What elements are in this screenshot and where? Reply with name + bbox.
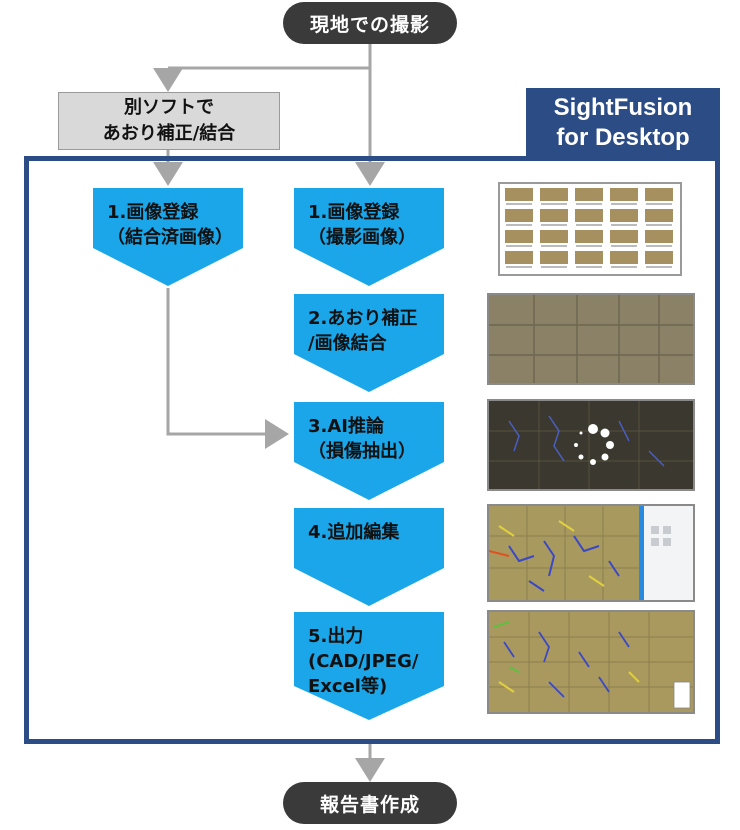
brand-tab: SightFusion for Desktop (526, 88, 720, 158)
brand-line1: SightFusion (553, 94, 693, 121)
step-2-line2: /画像結合 (308, 333, 387, 354)
step-1-line1: 1.画像登録 (308, 202, 400, 223)
sightfusion-frame (24, 156, 720, 744)
step-5-output: 5.出力 (CAD/JPEG/ Excel等) (294, 612, 444, 720)
brand-line2: for Desktop (556, 124, 690, 151)
step-2-correction: 2.あおり補正 /画像結合 (294, 294, 444, 392)
step-left-register: 1.画像登録 （結合済画像） (93, 188, 243, 286)
step-left-line2: （結合済画像） (107, 227, 233, 248)
external-step-line2: あおり補正/結合 (102, 123, 236, 144)
end-pill: 報告書作成 (283, 782, 457, 824)
step-1-line2: （撮影画像） (308, 227, 416, 248)
end-label: 報告書作成 (319, 793, 420, 816)
step-4-edit: 4.追加編集 (294, 508, 444, 606)
thumbnail-stitched-image (487, 293, 695, 385)
step-3-line1: 3.AI推論 (308, 416, 384, 437)
start-pill: 現地での撮影 (283, 2, 457, 44)
step-3-line2: （損傷抽出） (308, 441, 416, 462)
step-left-line1: 1.画像登録 (107, 202, 199, 223)
thumbnail-edit-screen (487, 504, 695, 602)
output-image (489, 612, 693, 712)
step-3-ai-inference: 3.AI推論 （損傷抽出） (294, 402, 444, 500)
edit-screen-image (489, 506, 693, 600)
step-2-line1: 2.あおり補正 (308, 308, 418, 329)
ai-inference-image (489, 401, 693, 489)
external-step-box: 別ソフトで あおり補正/結合 (58, 92, 280, 150)
step-5-line1: 5.出力 (308, 626, 364, 647)
step-1-register: 1.画像登録 （撮影画像） (294, 188, 444, 286)
external-step-line1: 別ソフトで (124, 97, 214, 118)
step-5-line2: (CAD/JPEG/ (308, 651, 419, 672)
photo-grid-image (505, 188, 673, 268)
start-label: 現地での撮影 (309, 13, 430, 36)
thumbnail-ai-inference (487, 399, 695, 491)
thumbnail-photo-grid (498, 182, 682, 276)
thumbnail-output (487, 610, 695, 714)
step-5-line3: Excel等) (308, 676, 388, 697)
stitched-wall-image (489, 295, 693, 383)
step-4-line1: 4.追加編集 (308, 522, 400, 543)
